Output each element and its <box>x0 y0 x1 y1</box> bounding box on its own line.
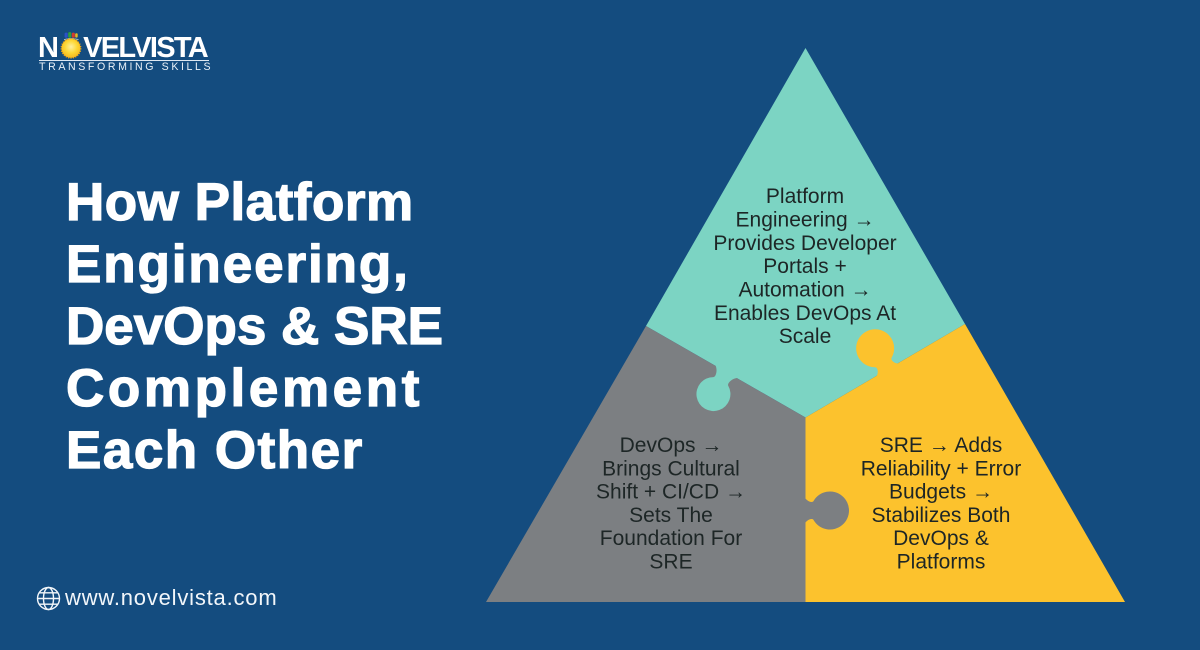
svg-text:Engineering →: Engineering → <box>736 209 875 232</box>
svg-text:Budgets →: Budgets → <box>889 481 993 504</box>
svg-text:Reliability + Error: Reliability + Error <box>861 457 1021 480</box>
svg-text:Shift + CI/CD →: Shift + CI/CD → <box>596 481 746 504</box>
svg-text:Platform: Platform <box>766 185 844 208</box>
svg-text:Scale: Scale <box>779 325 832 348</box>
svg-text:Platforms: Platforms <box>897 551 986 574</box>
svg-text:SRE → Adds: SRE → Adds <box>880 434 1003 457</box>
svg-text:Foundation For: Foundation For <box>600 527 742 550</box>
svg-text:DevOps →: DevOps → <box>620 434 723 457</box>
svg-text:Brings Cultural: Brings Cultural <box>602 457 740 480</box>
svg-text:SRE: SRE <box>649 551 692 574</box>
svg-text:DevOps &: DevOps & <box>893 527 989 550</box>
svg-text:Sets The: Sets The <box>629 504 713 527</box>
svg-text:Automation →: Automation → <box>738 279 871 302</box>
svg-text:Portals +: Portals + <box>763 255 846 278</box>
svg-text:Stabilizes Both: Stabilizes Both <box>872 504 1011 527</box>
svg-text:Enables DevOps At: Enables DevOps At <box>714 302 896 325</box>
svg-text:Provides Developer: Provides Developer <box>713 232 896 255</box>
